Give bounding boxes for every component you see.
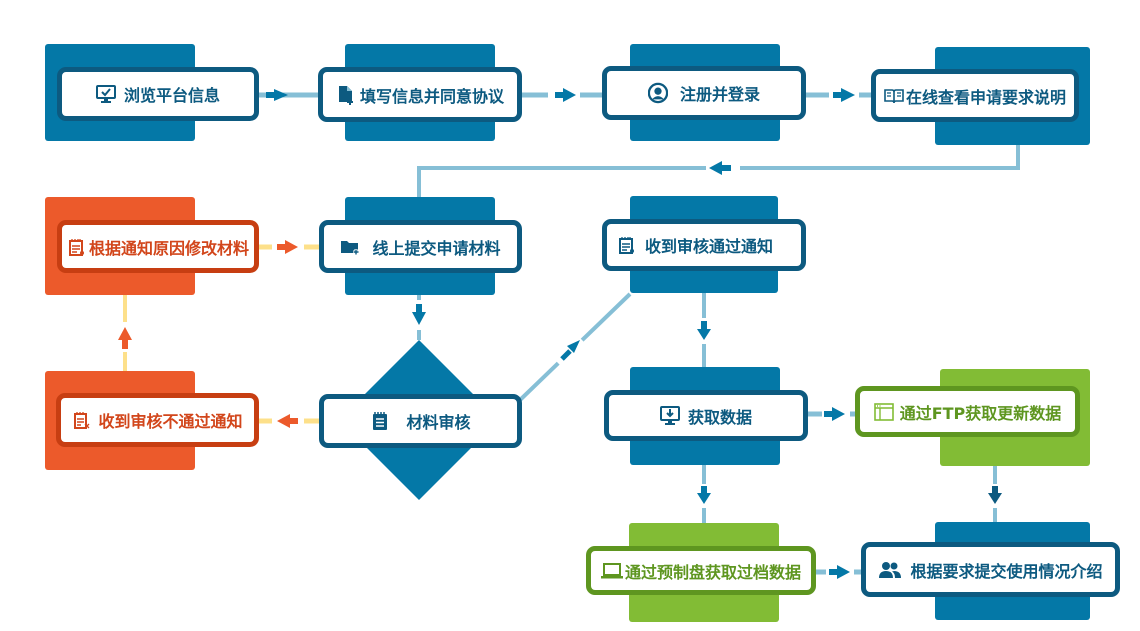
connector-register-to-view [806,88,871,102]
connector-modify-to-submit [259,240,319,254]
connector-rejected-to-modify [118,295,132,371]
view-requirements-step-label: 在线查看申请要求说明 [905,87,1066,107]
submit-materials-step[interactable]: 线上提交申请材料 [319,220,522,273]
review-step[interactable]: 材料审核 [319,394,522,448]
usage-report-step[interactable]: 根据要求提交使用情况介绍 [861,542,1120,597]
disk-archive-step[interactable]: 通过预制盘获取过档数据 [586,546,816,595]
modify-materials-step-label: 根据通知原因修改材料 [88,238,249,258]
connector-approved-to-getdata [697,293,711,367]
connector-view-to-submit [417,145,1020,197]
get-data-step-label: 获取数据 [687,407,752,427]
connector-browse-to-fill [259,89,318,101]
document-add-icon [336,85,356,105]
approved-notice-step-label: 收到审核通过通知 [645,237,774,256]
disk-archive-step-label: 通过预制盘获取过档数据 [624,562,801,582]
register-step[interactable]: 注册并登录 [602,66,806,120]
connector-review-to-rejected [259,414,319,428]
review-step-label: 材料审核 [406,413,471,432]
open-book-icon [884,86,904,106]
browse-step[interactable]: 浏览平台信息 [57,67,259,121]
fill-agree-step[interactable]: 填写信息并同意协议 [318,67,522,122]
ftp-update-step[interactable]: 通过FTP获取更新数据 [855,386,1080,437]
usage-report-step-label: 根据要求提交使用情况介绍 [910,561,1103,581]
monitor-check-icon [95,84,116,104]
connector-ftp-to-usage [988,466,1002,522]
connector-getdata-to-ftp [808,407,855,421]
rejected-notice-step[interactable]: 收到审核不通过通知 [56,393,259,447]
approved-notice-step[interactable]: 收到审核通过通知 [602,219,806,271]
register-step-label: 注册并登录 [679,85,760,104]
monitor-download-icon [659,405,680,426]
notepad-icon [370,411,390,431]
browser-window-icon [873,402,894,422]
fill-agree-step-label: 填写信息并同意协议 [359,86,504,106]
ftp-update-step-label: 通过FTP获取更新数据 [899,403,1062,423]
laptop-icon [600,561,623,581]
user-circle-icon [647,82,668,104]
connector-disk-to-usage [816,565,861,579]
notepad-edit-icon [617,235,637,255]
notepad-edit-icon [67,237,87,257]
rejected-notice-step-label: 收到审核不通过通知 [98,412,243,431]
modify-materials-step[interactable]: 根据通知原因修改材料 [57,220,259,273]
users-icon [878,560,902,580]
view-requirements-step[interactable]: 在线查看申请要求说明 [871,69,1079,122]
browse-step-label: 浏览平台信息 [123,86,220,105]
folder-add-icon [340,237,360,257]
connector-fill-to-register [522,88,602,102]
connector-submit-to-review [412,295,426,340]
connector-getdata-to-disk [697,465,711,523]
get-data-step[interactable]: 获取数据 [604,390,808,441]
notepad-reject-icon [72,410,92,430]
submit-materials-step-label: 线上提交申请材料 [372,238,501,258]
connector-review-to-approved [518,292,632,402]
